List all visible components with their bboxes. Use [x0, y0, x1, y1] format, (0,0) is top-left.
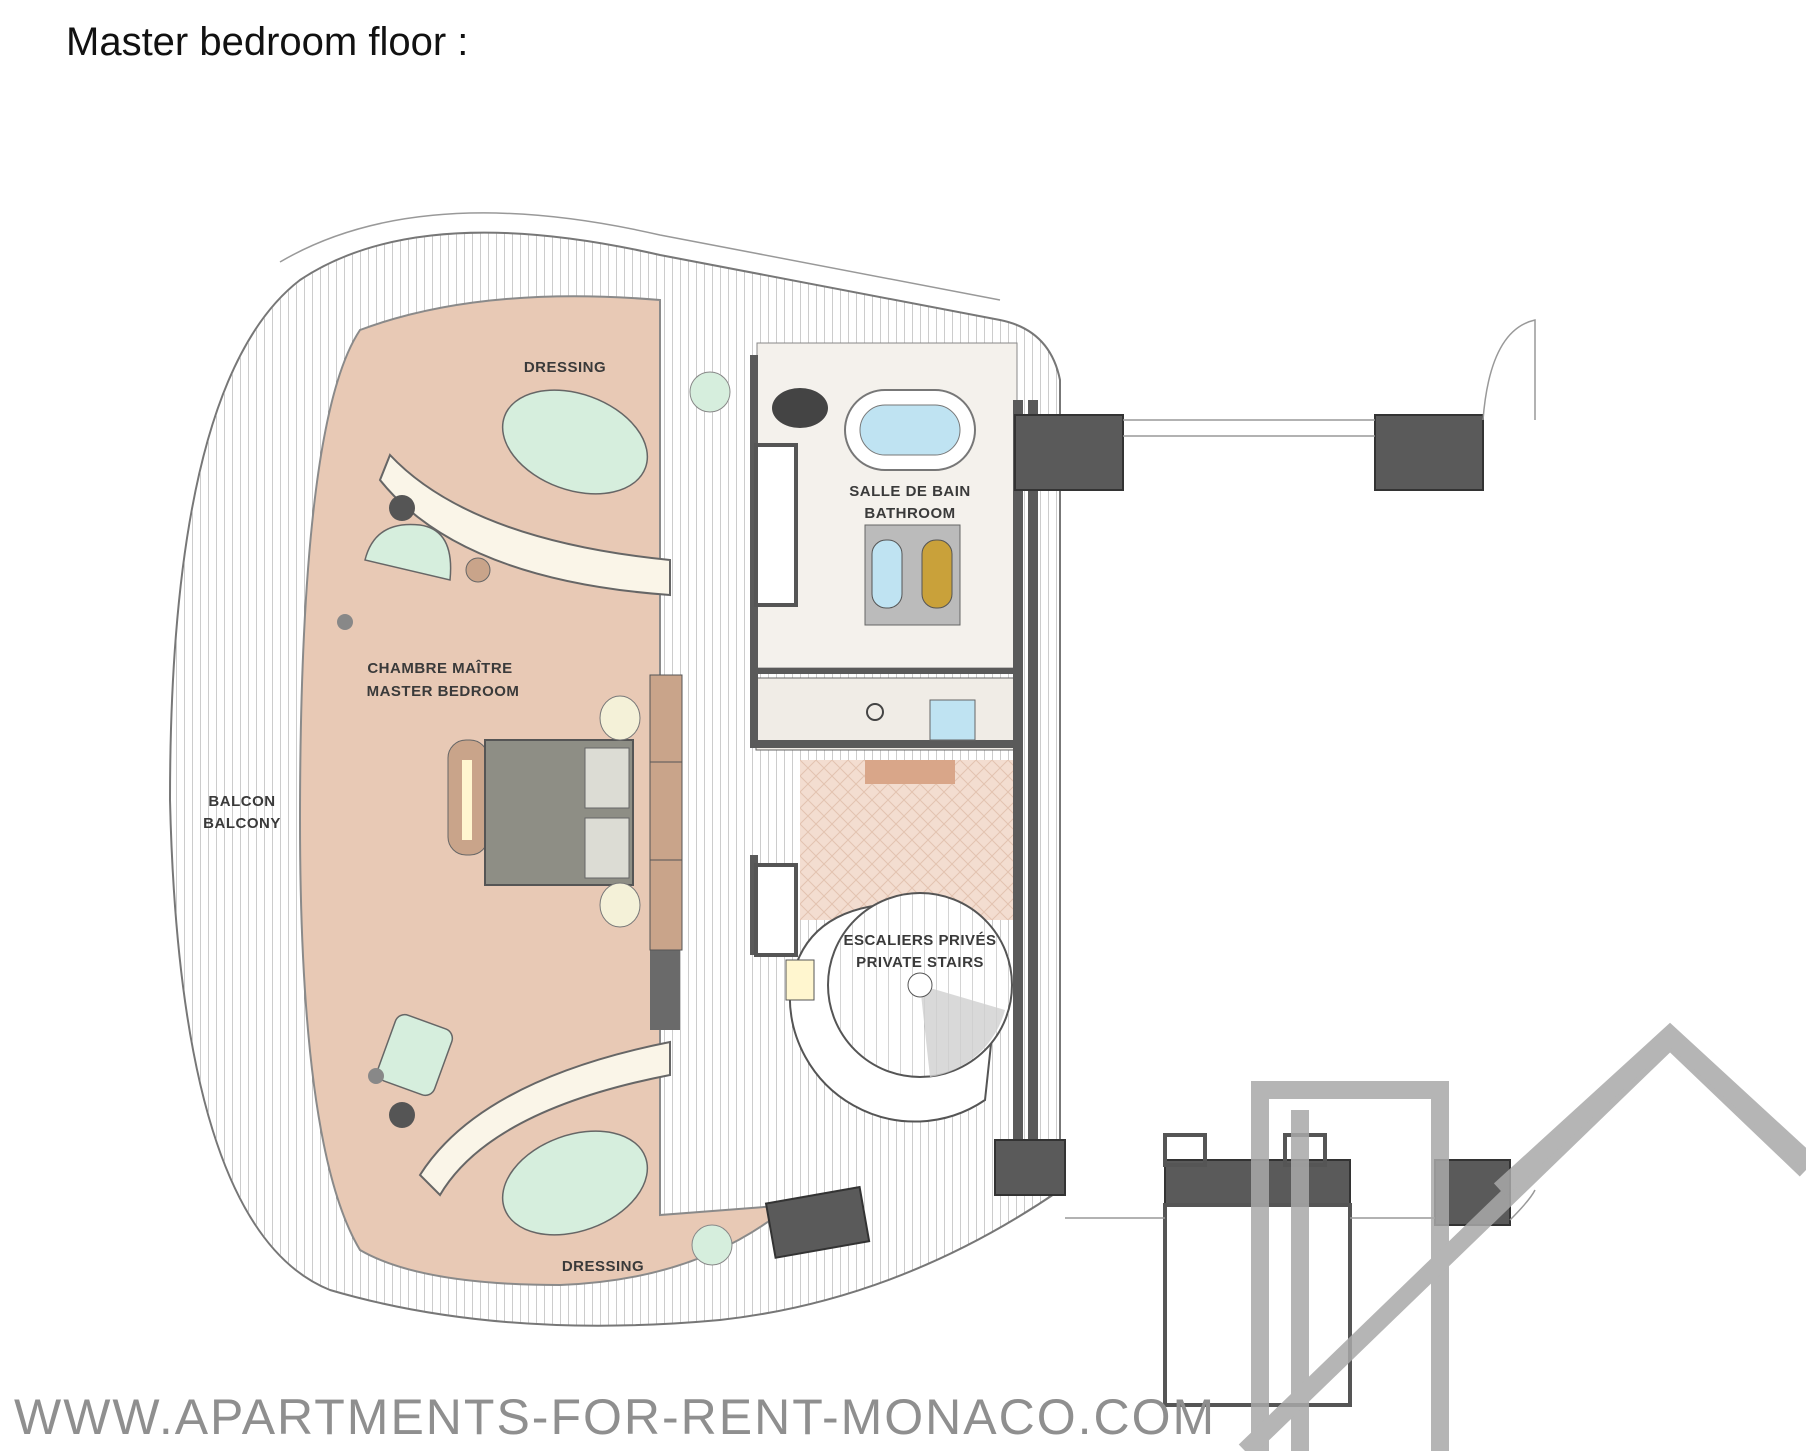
- dressing-top-island: [501, 389, 649, 495]
- dressing-top-label: DRESSING: [524, 359, 606, 376]
- armchair-top: [364, 523, 452, 581]
- side-table-top: [389, 495, 415, 521]
- balcony-label-en: BALCONY: [203, 815, 281, 832]
- dressing-top-plant: [689, 371, 731, 413]
- spiral-stairs: [785, 892, 1013, 1123]
- lamp-top: [337, 614, 353, 630]
- bathroom-label-en: BATHROOM: [864, 505, 955, 522]
- balcony-label-fr: BALCON: [208, 793, 275, 810]
- bathtub: [844, 389, 976, 471]
- wardrobe-bath-left: [754, 443, 798, 957]
- armchair-bottom: [376, 1013, 454, 1097]
- bedroom-label-fr: CHAMBRE MAÎTRE: [367, 659, 512, 677]
- hallway-console: [865, 760, 955, 784]
- basin: [866, 703, 884, 721]
- vanity: [864, 524, 961, 626]
- bath-stool: [772, 388, 828, 428]
- nightstand-top: [599, 695, 641, 741]
- dressing-top-wardrobe: [378, 453, 671, 597]
- bed: [447, 739, 634, 886]
- wc-area: [755, 677, 1017, 751]
- headboard-cabinet: [649, 674, 683, 951]
- stairs-label-fr: ESCALIERS PRIVÉS: [843, 932, 996, 949]
- small-table-top: [465, 557, 491, 583]
- stairs-label-en: PRIVATE STAIRS: [856, 954, 984, 971]
- shower: [929, 699, 976, 741]
- side-table-bottom: [389, 1102, 415, 1128]
- bathroom-label-fr: SALLE DE BAIN: [849, 483, 971, 500]
- dressing-bottom-plant: [691, 1224, 733, 1266]
- dressing-bottom-wardrobe: [418, 1040, 671, 1197]
- facade-lines: [1065, 319, 1536, 1221]
- page-title: Master bedroom floor :: [66, 20, 469, 64]
- bedroom-label-en: MASTER BEDROOM: [367, 683, 520, 700]
- watermark-text: WWW.APARTMENTS-FOR-RENT-MONACO.COM: [14, 1389, 1217, 1445]
- dressing-bottom-island: [501, 1130, 649, 1236]
- lamp-bottom: [368, 1068, 384, 1084]
- watermark-logo: [1238, 1022, 1806, 1451]
- dressing-bottom-label: DRESSING: [562, 1258, 644, 1275]
- nightstand-bottom: [599, 882, 641, 928]
